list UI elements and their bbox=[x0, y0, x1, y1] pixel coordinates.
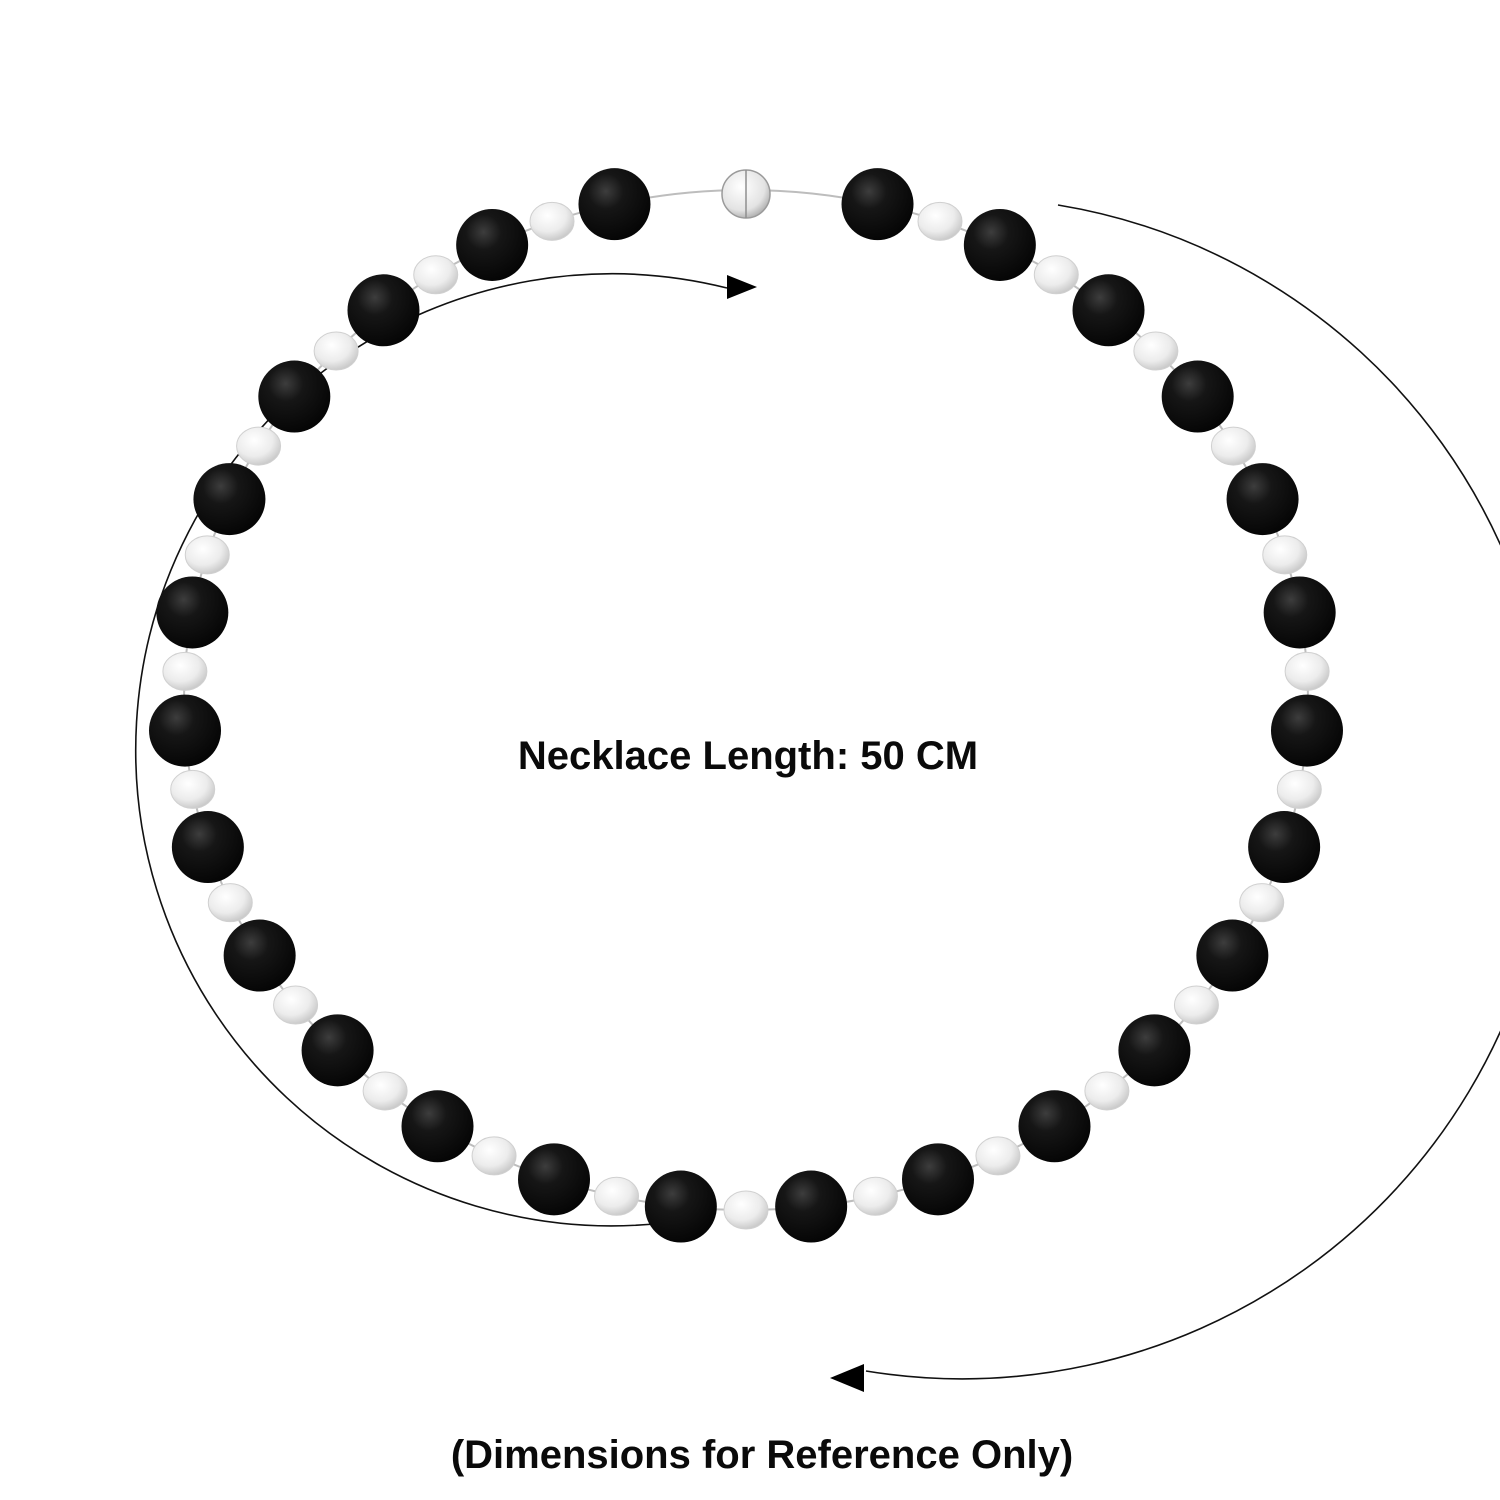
pearl-bead bbox=[1033, 255, 1079, 295]
pearl-bead bbox=[1210, 426, 1256, 466]
pearl-bead bbox=[1284, 651, 1330, 691]
pearl-bead bbox=[170, 769, 216, 809]
onyx-bead bbox=[1248, 811, 1321, 884]
onyx-bead bbox=[841, 168, 914, 241]
pearl-bead bbox=[184, 535, 230, 575]
pearl-bead bbox=[594, 1176, 640, 1216]
onyx-bead bbox=[1263, 576, 1336, 649]
onyx-bead bbox=[171, 811, 244, 884]
onyx-bead bbox=[775, 1170, 848, 1243]
onyx-bead bbox=[1118, 1014, 1191, 1087]
pearl-bead bbox=[1276, 769, 1322, 809]
pearl-bead bbox=[313, 331, 359, 371]
pearl-bead bbox=[273, 985, 319, 1025]
length-arc-inner bbox=[135, 273, 728, 1227]
onyx-bead bbox=[1196, 919, 1269, 992]
necklace-length-label: Necklace Length: 50 CM bbox=[517, 734, 979, 778]
onyx-bead bbox=[301, 1014, 374, 1087]
onyx-bead bbox=[963, 208, 1036, 281]
pearl-bead bbox=[362, 1071, 408, 1111]
pearl-bead bbox=[975, 1136, 1021, 1176]
pearl-bead bbox=[471, 1136, 517, 1176]
onyx-bead bbox=[149, 694, 222, 767]
bead-strand bbox=[149, 168, 1343, 1243]
dimensions-disclaimer: (Dimensions for Reference Only) bbox=[450, 1433, 1074, 1477]
pearl-bead bbox=[1173, 985, 1219, 1025]
pearl-bead bbox=[529, 201, 575, 241]
pearl-bead bbox=[207, 883, 253, 923]
pearl-bead bbox=[413, 255, 459, 295]
onyx-bead bbox=[1018, 1090, 1091, 1163]
onyx-bead bbox=[901, 1143, 974, 1216]
arrow-head-icon bbox=[830, 1364, 864, 1392]
pearl-bead bbox=[1239, 883, 1285, 923]
onyx-bead bbox=[156, 576, 229, 649]
onyx-bead bbox=[223, 919, 296, 992]
onyx-bead bbox=[347, 274, 420, 347]
onyx-bead bbox=[193, 463, 266, 536]
pearl-bead bbox=[1262, 535, 1308, 575]
onyx-bead bbox=[1161, 360, 1234, 433]
pearl-bead bbox=[1133, 331, 1179, 371]
pearl-bead bbox=[723, 1190, 769, 1230]
pearl-bead bbox=[162, 651, 208, 691]
onyx-bead bbox=[1270, 694, 1343, 767]
onyx-bead bbox=[1226, 463, 1299, 536]
pearl-bead bbox=[1084, 1071, 1130, 1111]
onyx-bead bbox=[518, 1143, 591, 1216]
length-arc-outer bbox=[865, 204, 1500, 1380]
pearl-bead bbox=[917, 201, 963, 241]
arrow-head-icon bbox=[727, 275, 757, 299]
onyx-bead bbox=[456, 208, 529, 281]
onyx-bead bbox=[401, 1090, 474, 1163]
pearl-bead bbox=[852, 1176, 898, 1216]
onyx-bead bbox=[578, 168, 651, 241]
onyx-bead bbox=[644, 1170, 717, 1243]
onyx-bead bbox=[1072, 274, 1145, 347]
pearl-bead bbox=[236, 426, 282, 466]
onyx-bead bbox=[258, 360, 331, 433]
